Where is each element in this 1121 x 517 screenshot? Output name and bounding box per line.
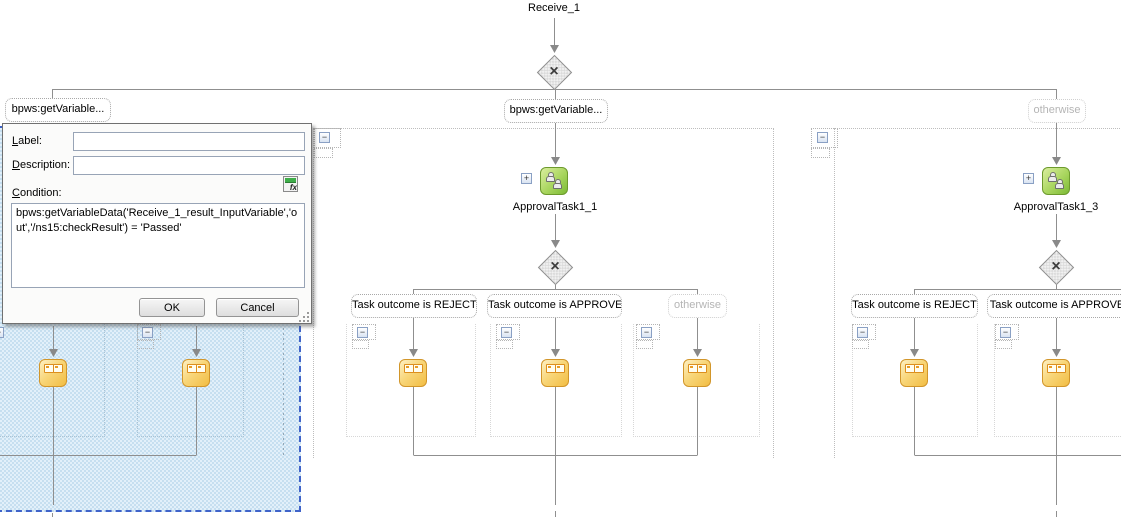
collapse-button[interactable]: − <box>1000 327 1011 338</box>
ok-button[interactable]: OK <box>139 298 205 317</box>
expand-button[interactable]: + <box>1023 173 1034 184</box>
activity-icon[interactable] <box>182 359 210 387</box>
approval-task-label[interactable]: ApprovalTask1_1 <box>512 201 598 213</box>
case-subcontainer <box>0 324 105 437</box>
otherwise-label[interactable]: otherwise <box>668 294 727 318</box>
fx-glyph: fx <box>289 183 297 192</box>
case-label-approve[interactable]: Task outcome is APPROVE <box>487 294 622 318</box>
human-task-icon[interactable] <box>1042 167 1070 195</box>
collapse-button[interactable]: − <box>357 327 368 338</box>
page-icon <box>53 364 63 373</box>
case-subcontainer <box>490 324 622 437</box>
case-header-box <box>496 324 520 340</box>
label-field-label: Label: <box>12 135 42 147</box>
page-icon <box>413 364 423 373</box>
activity-icon[interactable] <box>900 359 928 387</box>
description-field-label: Description: <box>12 159 71 171</box>
center-branch-container <box>313 128 774 458</box>
case-subcontainer <box>994 324 1121 437</box>
right-branch-container <box>834 128 1121 458</box>
switch-decision-icon[interactable]: × <box>536 54 573 91</box>
page-icon <box>1056 364 1066 373</box>
case-subcontainer <box>852 324 978 437</box>
case-header-box <box>496 340 513 349</box>
description-field[interactable] <box>73 156 305 175</box>
decision-x-glyph: × <box>549 63 559 80</box>
collapse-button[interactable]: − <box>142 327 153 338</box>
page-icon <box>555 364 565 373</box>
person-icon <box>1048 172 1057 182</box>
case-header-box <box>352 340 369 349</box>
approval-task-label[interactable]: ApprovalTask1_3 <box>1013 201 1099 213</box>
collapse-button[interactable]: − <box>817 132 828 143</box>
expression-builder-icon[interactable]: fx <box>283 176 298 192</box>
condition-field-label: Condition: <box>12 187 62 199</box>
page-icon <box>196 364 206 373</box>
condition-expression-input[interactable]: bpws:getVariableData('Receive_1_result_I… <box>11 203 305 288</box>
expand-button[interactable]: + <box>521 173 532 184</box>
condition-editor-dialog: Label: Description: fx Condition: bpws:g… <box>2 123 312 324</box>
activity-icon[interactable] <box>39 359 67 387</box>
activity-icon[interactable] <box>399 359 427 387</box>
collapse-button[interactable]: − <box>857 327 868 338</box>
collapse-button[interactable]: − <box>0 327 4 338</box>
receive-activity-label[interactable]: Receive_1 <box>528 2 580 14</box>
decision-x-glyph: × <box>1051 258 1061 275</box>
case-header-box <box>137 340 154 349</box>
case-subcontainer <box>137 324 244 437</box>
case-header-box <box>995 324 1019 340</box>
switch-decision-icon[interactable]: × <box>1038 249 1075 286</box>
collapse-button[interactable]: − <box>641 327 652 338</box>
branch-header-box <box>314 148 333 158</box>
decision-x-glyph: × <box>550 258 560 275</box>
case-subcontainer <box>346 324 476 437</box>
switch-decision-icon[interactable]: × <box>537 249 574 286</box>
case-header-box <box>352 324 376 340</box>
case-label-reject[interactable]: Task outcome is REJECT <box>351 294 477 318</box>
human-task-icon[interactable] <box>540 167 568 195</box>
case-label-center[interactable]: bpws:getVariable... <box>504 99 608 123</box>
case-label-approve[interactable]: Task outcome is APPROVE <box>987 294 1121 318</box>
branch-header-box <box>811 128 838 148</box>
dialog-resize-grip[interactable] <box>299 312 311 324</box>
activity-icon[interactable] <box>1042 359 1070 387</box>
activity-icon[interactable] <box>683 359 711 387</box>
collapse-button[interactable]: − <box>501 327 512 338</box>
collapse-button[interactable]: − <box>319 132 330 143</box>
case-header-box <box>852 340 869 349</box>
label-field[interactable] <box>73 132 305 151</box>
case-header-box <box>995 340 1012 349</box>
case-label-reject[interactable]: Task outcome is REJECT <box>851 294 978 318</box>
case-subcontainer <box>633 324 760 437</box>
otherwise-label-right[interactable]: otherwise <box>1028 99 1086 123</box>
case-header-box <box>636 324 660 340</box>
page-icon <box>914 364 924 373</box>
case-header-box <box>137 324 161 340</box>
case-label-left[interactable]: bpws:getVariable... <box>5 98 111 122</box>
page-icon <box>697 364 707 373</box>
case-header-box <box>852 324 876 340</box>
cancel-button[interactable]: Cancel <box>216 298 299 317</box>
branch-header-box <box>314 128 341 148</box>
case-header-box <box>636 340 653 349</box>
person-icon <box>546 172 555 182</box>
activity-icon[interactable] <box>541 359 569 387</box>
person-icon <box>1055 179 1064 189</box>
branch-header-box <box>811 148 830 158</box>
person-icon <box>553 179 562 189</box>
